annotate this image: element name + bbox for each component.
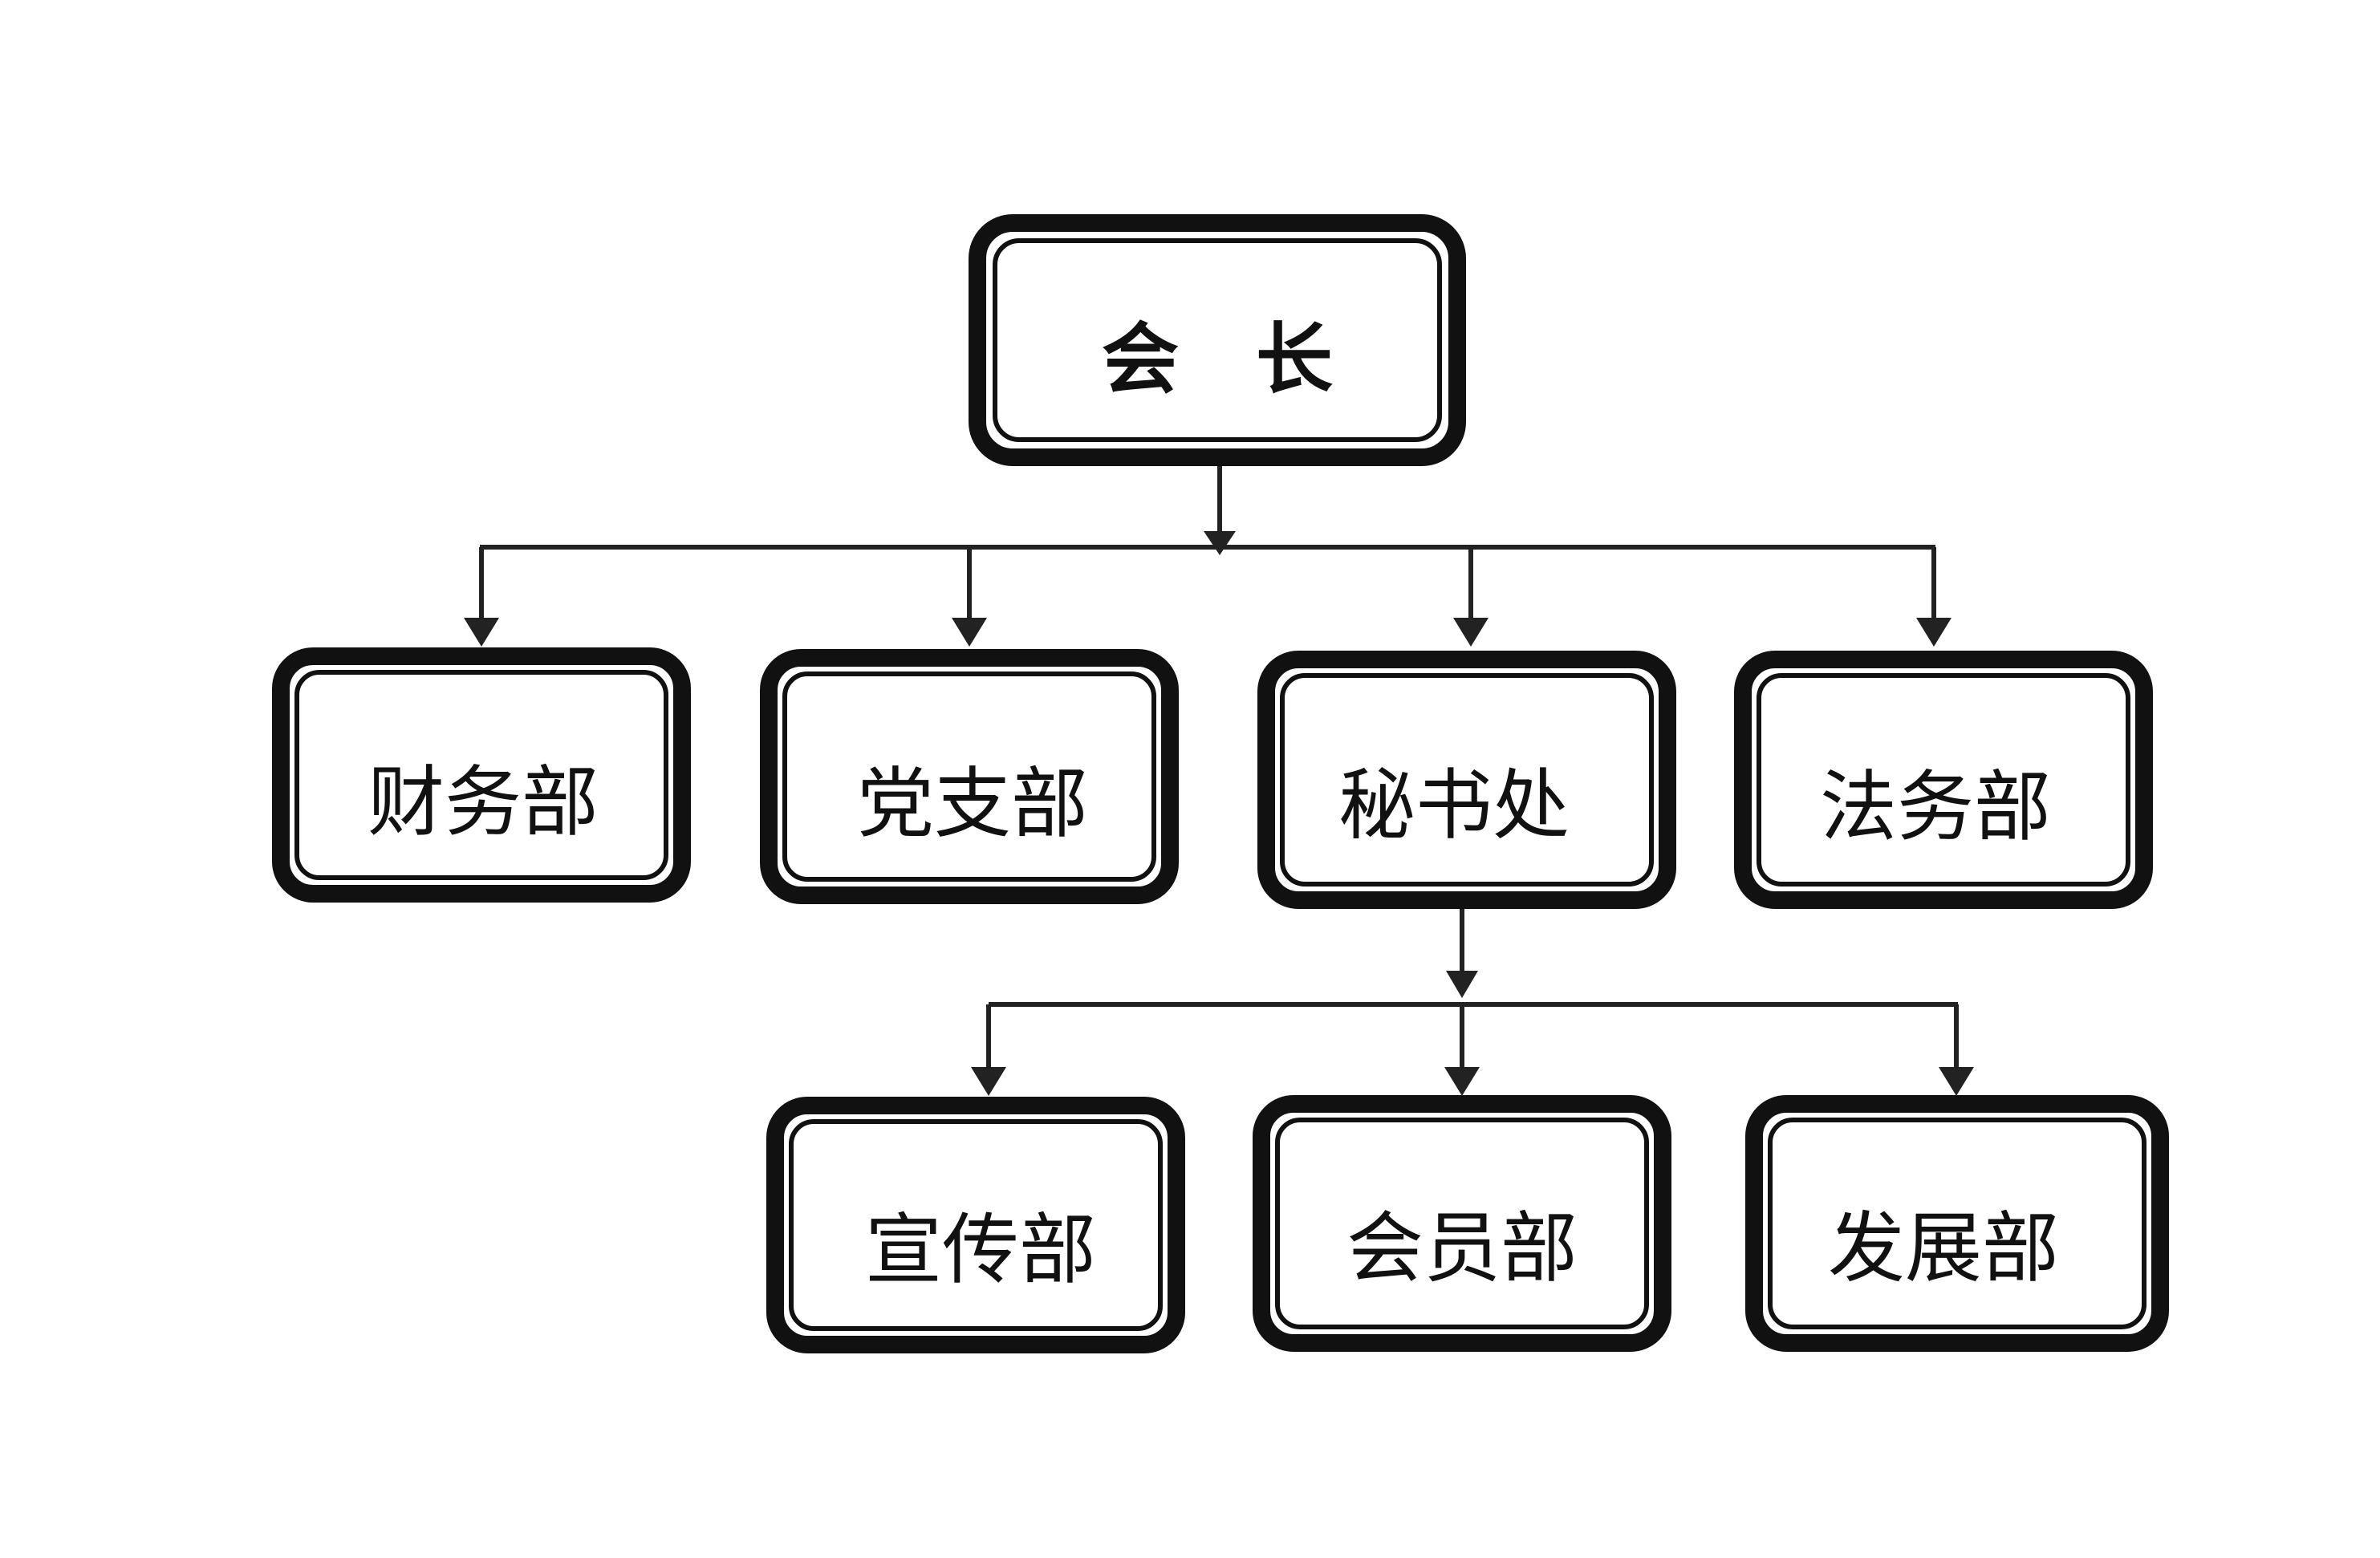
secretariat-trunk-arrowhead — [1446, 971, 1478, 998]
node-party-inner-border — [782, 671, 1156, 882]
branch-arrowhead-party — [952, 618, 987, 647]
branch-arrowhead-secretariat — [1453, 618, 1489, 647]
branch-arrowhead-development — [1939, 1067, 1974, 1096]
node-president-inner-border — [993, 238, 1442, 442]
node-secretariat: 秘书处 — [1257, 651, 1676, 909]
node-finance-label: 财务部 — [368, 757, 599, 847]
connector-lines — [464, 457, 1974, 1096]
node-membership-label: 会员部 — [1346, 1203, 1578, 1293]
node-publicity-inner-border — [789, 1119, 1163, 1331]
node-secretariat-label: 秘书处 — [1338, 761, 1570, 850]
node-publicity-label: 宣传部 — [865, 1205, 1096, 1295]
node-finance: 财务部 — [272, 647, 691, 903]
node-membership: 会员部 — [1253, 1095, 1671, 1352]
node-legal: 法务部 — [1734, 651, 2153, 909]
node-party: 党支部 — [760, 649, 1179, 904]
node-president-label: 会 长 — [1102, 314, 1333, 404]
node-development-label: 发展部 — [1828, 1203, 2059, 1293]
branch-arrowhead-legal — [1916, 618, 1952, 647]
root-trunk-arrowhead — [1204, 531, 1236, 555]
branch-arrowhead-finance — [464, 618, 499, 647]
branch-arrowhead-membership — [1444, 1067, 1480, 1096]
node-membership-inner-border — [1275, 1118, 1649, 1329]
node-party-label: 党支部 — [857, 759, 1088, 849]
node-development: 发展部 — [1745, 1095, 2169, 1352]
node-legal-inner-border — [1757, 673, 2130, 887]
node-legal-label: 法务部 — [1820, 762, 2051, 852]
node-president: 会 长 — [969, 214, 1466, 466]
node-publicity: 宣传部 — [766, 1097, 1185, 1353]
node-development-inner-border — [1768, 1118, 2146, 1329]
node-secretariat-inner-border — [1280, 673, 1654, 887]
node-finance-inner-border — [294, 670, 668, 880]
branch-arrowhead-publicity — [971, 1067, 1006, 1096]
